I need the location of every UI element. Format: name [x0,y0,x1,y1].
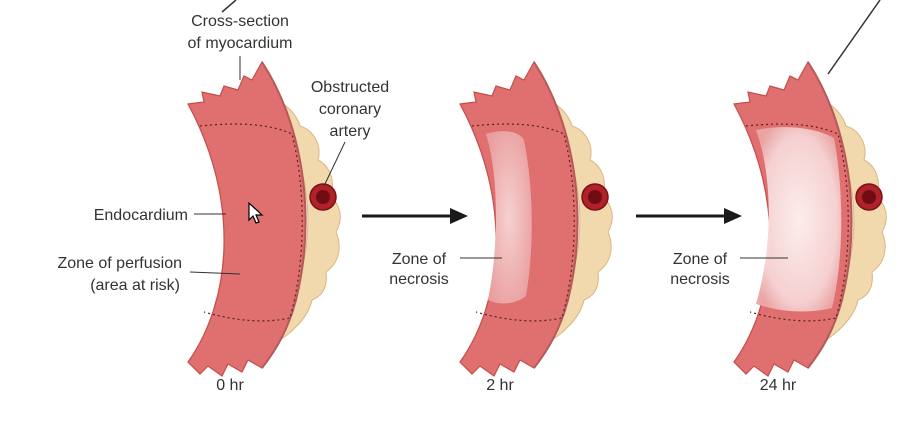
perfusion-zone-outline [745,123,849,322]
label-obstructed-1: Obstructed [311,79,389,96]
leader-top-left [221,0,237,13]
panel-24hr [733,60,887,377]
leader-top-right [827,0,881,75]
label-necrosis-24hr-1: Zone of [673,251,728,268]
leader-perfusion [189,271,241,275]
label-cross-section-1: Cross-section [191,13,289,30]
perfusion-zone-outline [199,123,303,322]
label-cross-section-2: of myocardium [188,35,293,52]
progression-arrow-1 [362,208,468,224]
perfusion-zone-outline [471,123,575,322]
panel-0hr [187,60,341,377]
label-necrosis-2hr-2: necrosis [389,271,449,288]
label-necrosis-24hr-2: necrosis [670,271,730,288]
label-obstructed-3: artery [330,123,371,140]
label-necrosis-2hr-1: Zone of [392,251,447,268]
label-endocardium: Endocardium [94,207,188,224]
time-label-24hr: 24 hr [760,377,797,394]
label-perfusion-1: Zone of perfusion [57,255,182,272]
progression-arrow-2 [636,208,742,224]
time-label-2hr: 2 hr [486,377,514,394]
time-label-0hr: 0 hr [216,377,244,394]
mouse-pointer-icon [248,202,264,224]
panel-2hr [459,60,613,377]
label-perfusion-2: (area at risk) [90,277,180,294]
label-obstructed-2: coronary [319,101,381,118]
necrosis-zone [756,127,842,312]
leader-obstructed [323,141,346,187]
necrosis-zone [486,131,532,304]
